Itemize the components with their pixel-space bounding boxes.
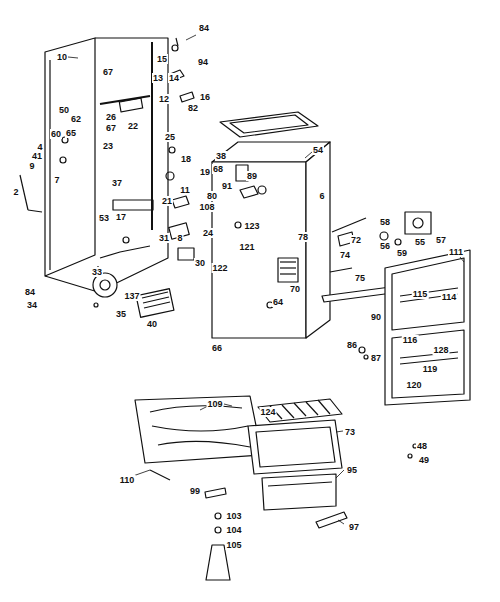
callout-number: 33	[91, 267, 103, 277]
callout-number: 10	[56, 52, 68, 62]
callout-number: 97	[348, 522, 360, 532]
callout-number: 21	[161, 196, 173, 206]
callout-number: 53	[98, 213, 110, 223]
callout-number: 121	[238, 242, 255, 252]
callout-number: 84	[198, 23, 210, 33]
callout-number: 95	[346, 465, 358, 475]
callout-number: 55	[414, 237, 426, 247]
callout-number: 80	[206, 191, 218, 201]
callout-number: 82	[187, 103, 199, 113]
callout-number: 7	[53, 175, 60, 185]
lower-parts	[135, 396, 417, 580]
callout-number: 12	[158, 94, 170, 104]
callout-number: 90	[370, 312, 382, 322]
callout-number: 67	[105, 123, 117, 133]
callout-number: 87	[370, 353, 382, 363]
callout-number: 115	[412, 289, 429, 299]
callout-number: 120	[405, 380, 422, 390]
callout-number: 25	[164, 132, 176, 142]
callout-number: 38	[215, 151, 227, 161]
callout-number: 30	[194, 258, 206, 268]
callout-number: 65	[65, 128, 77, 138]
liner	[212, 142, 330, 338]
callout-number: 58	[379, 217, 391, 227]
callout-number: 105	[225, 540, 242, 550]
callout-number: 70	[289, 284, 301, 294]
callout-number: 89	[246, 171, 258, 181]
callout-number: 23	[102, 141, 114, 151]
callout-number: 123	[243, 221, 260, 231]
callout-number: 103	[225, 511, 242, 521]
callout-number: 99	[189, 486, 201, 496]
callout-number: 9	[28, 161, 35, 171]
callout-number: 40	[146, 319, 158, 329]
callout-number: 26	[105, 112, 117, 122]
callout-number: 116	[402, 335, 419, 345]
callout-number: 78	[297, 232, 309, 242]
callout-number: 137	[123, 291, 140, 301]
callout-number: 67	[102, 67, 114, 77]
door	[359, 250, 470, 405]
hardware	[60, 38, 194, 317]
callout-number: 94	[197, 57, 209, 67]
callout-number: 18	[180, 154, 192, 164]
callout-number: 60	[50, 129, 62, 139]
callout-number: 91	[221, 181, 233, 191]
callout-number: 128	[432, 345, 449, 355]
callout-number: 119	[422, 364, 439, 374]
callout-number: 72	[350, 235, 362, 245]
callout-number: 6	[318, 191, 325, 201]
callout-number: 17	[115, 212, 127, 222]
callout-number: 104	[225, 525, 242, 535]
callout-number: 35	[115, 309, 127, 319]
callout-number: 109	[206, 399, 223, 409]
callout-number: 31	[158, 233, 170, 243]
callout-number: 34	[26, 300, 38, 310]
callout-number: 13	[152, 73, 164, 83]
callout-number: 111	[448, 247, 464, 257]
callout-number: 14	[168, 73, 180, 83]
callout-number: 68	[212, 164, 224, 174]
callout-number: 8	[176, 233, 183, 243]
callout-number: 41	[31, 151, 43, 161]
callout-number: 16	[199, 92, 211, 102]
callout-number: 110	[119, 475, 136, 485]
callout-number: 11	[179, 185, 191, 195]
callout-number: 122	[211, 263, 228, 273]
callout-number: 59	[396, 248, 408, 258]
callout-number: 15	[156, 54, 168, 64]
callout-number: 64	[272, 297, 284, 307]
callout-number: 66	[211, 343, 223, 353]
callout-number: 56	[379, 241, 391, 251]
callout-number: 114	[441, 292, 458, 302]
callout-number: 19	[199, 167, 211, 177]
callout-number: 24	[202, 228, 214, 238]
callout-number: 57	[435, 235, 447, 245]
callout-number: 54	[312, 145, 324, 155]
cabinet-shell	[20, 38, 168, 292]
callout-number: 62	[70, 114, 82, 124]
callout-number: 84	[24, 287, 36, 297]
callout-number: 86	[346, 340, 358, 350]
callout-number: 22	[127, 121, 139, 131]
callout-number: 124	[259, 407, 276, 417]
callout-number: 50	[58, 105, 70, 115]
callout-number: 49	[418, 455, 430, 465]
callout-number: 37	[111, 178, 123, 188]
callout-number: 75	[354, 273, 366, 283]
leader-lines	[68, 35, 464, 524]
callout-number: 48	[416, 441, 428, 451]
callout-number: 73	[344, 427, 356, 437]
callout-number: 108	[198, 202, 215, 212]
tray	[220, 112, 318, 137]
callout-number: 2	[12, 187, 19, 197]
callout-number: 74	[339, 250, 351, 260]
